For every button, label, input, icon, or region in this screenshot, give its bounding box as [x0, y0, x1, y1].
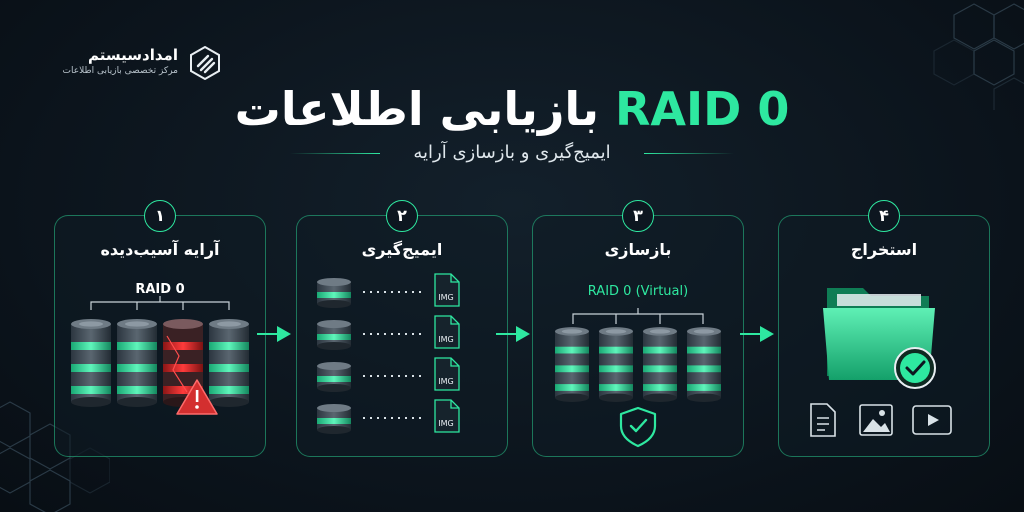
virtual-disk-4 — [687, 327, 721, 402]
step-card-4: ۴ استخراج — [778, 200, 990, 457]
img-label: IMG — [438, 377, 453, 386]
video-icon — [912, 405, 952, 435]
step-title: استخراج — [850, 240, 918, 259]
step-card-1: ۱ آرایه آسیب‌دیده RAID 0 — [54, 200, 266, 457]
page-title: بازیابی اطلاعات RAID 0 — [0, 82, 1024, 136]
img-label: IMG — [438, 335, 453, 344]
step-number-badge: ۳ — [622, 200, 654, 232]
raid-label: RAID 0 — [135, 282, 185, 297]
brand-logo: امدادسیستم مرکز تخصصی بازیابی اطلاعات — [42, 44, 222, 84]
brand-name: امدادسیستم — [88, 46, 178, 64]
raid-array-virtual — [555, 308, 721, 448]
document-icon — [810, 403, 836, 437]
imaging-row-3 — [317, 357, 460, 392]
imaging-row-2 — [317, 315, 460, 350]
raid-array-damaged — [71, 296, 249, 415]
img-label: IMG — [438, 293, 453, 302]
arrow-right-icon — [257, 326, 291, 342]
step-number-badge: ۴ — [868, 200, 900, 232]
step-card-3: ۳ بازسازی RAID 0 (Virtual) — [532, 200, 744, 457]
virtual-disk-3 — [643, 327, 677, 402]
warning-icon — [176, 379, 218, 415]
shield-check-icon — [619, 406, 657, 448]
subtitle-line-right — [644, 153, 734, 154]
image-icon — [859, 404, 893, 436]
brand-mark-icon — [190, 46, 220, 80]
arrow-right-icon — [496, 326, 530, 342]
title-persian: بازیابی اطلاعات — [234, 82, 599, 136]
extraction-illustration — [810, 288, 952, 437]
check-circle-icon — [894, 347, 936, 389]
imaging-row-1 — [317, 273, 460, 308]
virtual-disk-1 — [555, 327, 589, 402]
page-subtitle: ایمیج‌گیری و بازسازی آرایه — [413, 142, 611, 163]
step-number-badge: ۱ — [144, 200, 176, 232]
img-label: IMG — [438, 419, 453, 428]
step-number-badge: ۲ — [386, 200, 418, 232]
imaging-rows: IMG IMG IMG IMG — [317, 273, 460, 434]
step-title: آرایه آسیب‌دیده — [100, 240, 220, 259]
disk-1 — [71, 319, 111, 407]
step-title: ایمیج‌گیری — [361, 240, 443, 259]
disk-2 — [117, 319, 157, 407]
step-title: بازسازی — [604, 240, 672, 259]
brand-tagline: مرکز تخصصی بازیابی اطلاعات — [62, 66, 178, 76]
virtual-disk-2 — [599, 327, 633, 402]
title-raid: RAID 0 — [615, 82, 790, 136]
step-card-2: ۲ ایمیج‌گیری IMG IMG IMG IMG — [296, 200, 508, 457]
raid-virtual-label: RAID 0 (Virtual) — [587, 284, 689, 299]
disk-4 — [209, 319, 249, 407]
imaging-row-4 — [317, 399, 460, 434]
arrow-right-icon — [740, 326, 774, 342]
subtitle-line-left — [290, 153, 380, 154]
